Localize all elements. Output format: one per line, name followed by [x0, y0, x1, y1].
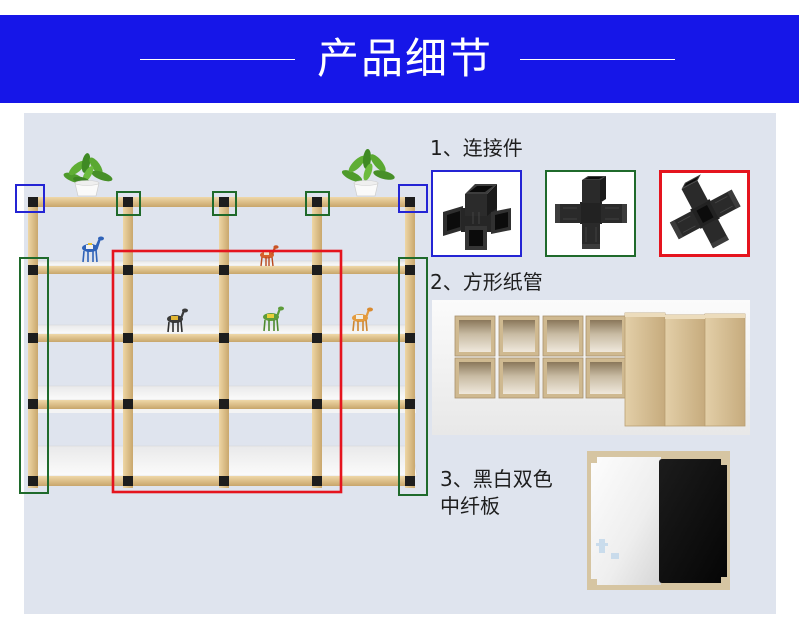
connector-3way-image: [443, 184, 511, 250]
standing-tube: [664, 314, 706, 427]
callout-blue-corner-left: [15, 184, 45, 213]
connector-photo-3way: [431, 170, 522, 257]
shelf-joint-connector: [312, 399, 322, 409]
potted-plant-right: [341, 149, 395, 197]
shelf-joint-connector: [405, 399, 415, 409]
connectors-label: 1、连接件: [430, 136, 523, 160]
callouts: [15, 184, 428, 496]
shelf-joint-connector: [123, 333, 133, 343]
paper-tubes-photo: [432, 300, 750, 435]
connector-4way-image: [555, 176, 627, 249]
paper-tubes-label: 2、方形纸管: [430, 270, 543, 294]
shelf-connectors: [28, 197, 415, 486]
shelf-joint-connector: [28, 265, 38, 275]
header-banner: 产品细节: [0, 15, 799, 103]
shelf-post: [312, 200, 322, 488]
tube-end: [585, 357, 627, 399]
connector-5way-image: [669, 174, 741, 249]
tube-end: [542, 357, 584, 399]
shelf-joint-connector: [405, 197, 415, 207]
board-label-line2: 中纤板: [440, 494, 500, 518]
shelf-joint-connector: [123, 197, 133, 207]
figurine: [167, 308, 188, 333]
shelf-joint-connector: [405, 476, 415, 486]
page-title: 产品细节: [316, 34, 493, 83]
connector-photo-4way: [545, 170, 636, 257]
shelf-joint-connector: [123, 476, 133, 486]
shelf-post: [219, 200, 229, 488]
shelf-joint-connector: [312, 197, 322, 207]
banner-divider-left: [140, 59, 295, 60]
shelf-joint-connector: [312, 265, 322, 275]
potted-plant-left: [63, 153, 113, 197]
shelf-joint-connector: [219, 399, 229, 409]
black-board: [659, 459, 727, 583]
shelf-joint-connector: [405, 333, 415, 343]
shelf-post: [28, 200, 38, 488]
shelf-joint-connector: [219, 333, 229, 343]
board-image: [587, 451, 730, 590]
shelf-joint-connector: [28, 399, 38, 409]
shelf-joint-connector: [28, 197, 38, 207]
figurine: [352, 307, 373, 332]
callout-green-top-joint: [116, 191, 141, 216]
callout-green-side-right: [398, 257, 428, 496]
figurine: [263, 306, 284, 332]
banner-divider-right: [520, 59, 675, 60]
figurine: [82, 236, 104, 263]
tube-ends: [454, 315, 627, 399]
shelf-joint-connector: [28, 333, 38, 343]
shelf-joint-connector: [219, 197, 229, 207]
board-notches: [591, 457, 727, 585]
tube-end: [454, 357, 496, 399]
shelf-posts: [28, 200, 415, 488]
shelf-joint-connector: [123, 399, 133, 409]
callout-green-side-left: [19, 257, 49, 494]
white-board: [591, 457, 661, 585]
shelf-joint-connector: [219, 265, 229, 275]
tube-end: [542, 315, 584, 357]
watermark-logo: [596, 539, 619, 559]
shelf-joint-connector: [312, 476, 322, 486]
shelf-joint-connector: [123, 265, 133, 275]
shelf-joint-connector: [312, 333, 322, 343]
standing-tubes: [624, 312, 746, 427]
paper-tubes-image: [432, 300, 750, 435]
board-photo: [587, 451, 730, 590]
callout-blue-corner-right: [398, 184, 428, 213]
tube-end: [498, 357, 540, 399]
callout-red-inner-joints: [111, 249, 343, 494]
tube-end: [498, 315, 540, 357]
standing-tube: [704, 313, 746, 427]
shelf-joint-connector: [219, 476, 229, 486]
tube-end: [454, 315, 496, 357]
shelf-photo: [15, 149, 428, 496]
tube-end: [585, 315, 627, 357]
standing-tube: [624, 312, 666, 427]
callout-green-top-joint: [305, 191, 330, 216]
shelf-joint-connector: [28, 476, 38, 486]
shelf-post: [123, 200, 133, 488]
callout-green-top-joint: [212, 191, 237, 216]
shelf-joint-connector: [405, 265, 415, 275]
connector-photo-5way: [659, 170, 750, 257]
board-label-line1: 3、黑白双色: [440, 467, 553, 491]
shelf-post: [405, 200, 415, 488]
